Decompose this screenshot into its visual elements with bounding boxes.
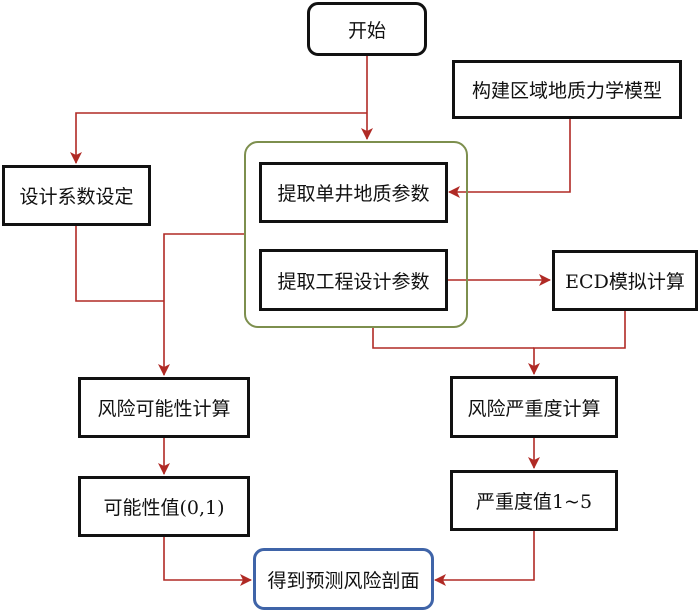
parameter-group [244,141,468,328]
edge-group-bottom-join [372,327,534,349]
start-node: 开始 [307,2,427,56]
edge-ecd-to-severity [528,310,626,375]
result-node: 得到预测风险剖面 [253,548,434,610]
severity-calc-node: 风险严重度计算 [450,376,618,438]
extract-engineering-node: 提取工程设计参数 [259,249,448,311]
extract-geology-node: 提取单井地质参数 [259,162,448,223]
edge-group-to-likelihood [158,233,244,376]
edge-design-factor-join [75,225,164,302]
edge-severity-value-to-result [434,530,535,586]
edge-model-to-geology [448,118,571,198]
severity-value-node: 严重度值1~5 [450,470,618,531]
likelihood-value-node: 可能性值(0,1) [78,476,250,537]
ecd-simulation-node: ECD模拟计算 [552,250,698,311]
edge-likelihood-value-to-result [163,536,252,586]
likelihood-calc-node: 风险可能性计算 [78,377,250,438]
edge-start-to-design-factor [70,112,367,164]
regional-model-node: 构建区域地质力学模型 [452,60,682,119]
design-factor-node: 设计系数设定 [2,165,151,226]
